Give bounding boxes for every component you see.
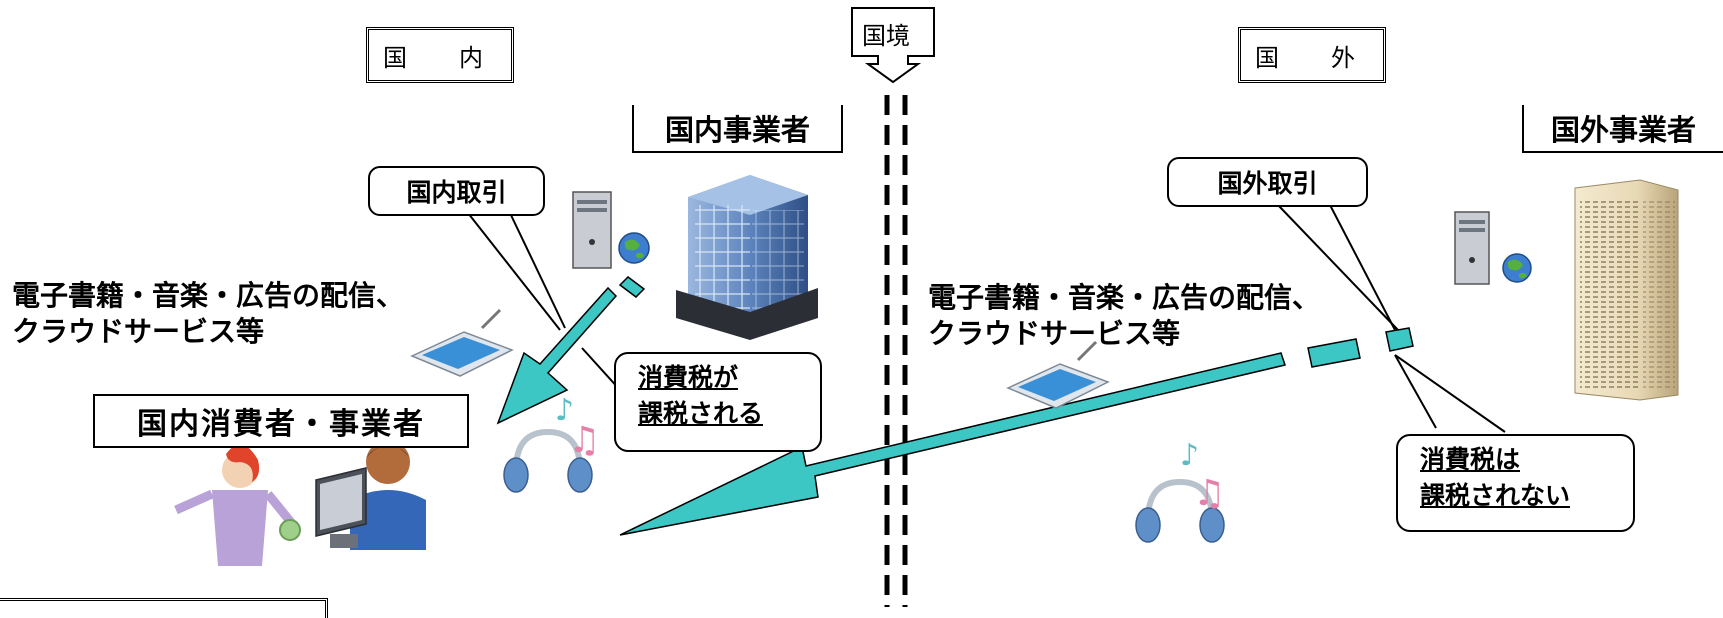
- foreign-tax-note: 消費税は 課税されない: [1396, 434, 1635, 532]
- foreign-transaction-arrow: [619, 327, 1414, 536]
- bottom-left-frame: [0, 598, 328, 618]
- domestic-business-label: 国内事業者: [632, 105, 843, 153]
- svg-text:♫: ♫: [568, 420, 600, 461]
- headphones-icon: [1135, 478, 1225, 543]
- domestic-consumer-label: 国内消費者・事業者: [93, 394, 469, 448]
- server-icon: [1454, 211, 1490, 285]
- domestic-tax-note-line1: 消費税が: [638, 363, 739, 392]
- headphones-icon: [503, 428, 593, 493]
- border-label: 国境: [862, 22, 910, 50]
- globe-icon: [1502, 253, 1532, 283]
- server-icon: [572, 191, 612, 269]
- svg-text:♫: ♫: [1193, 473, 1225, 514]
- domestic-service-description: 電子書籍・音楽・広告の配信、 クラウドサービス等: [12, 278, 404, 350]
- globe-icon: [618, 232, 650, 264]
- domestic-service-line2: クラウドサービス等: [12, 315, 265, 348]
- domestic-tax-note: 消費税が 課税される: [614, 352, 822, 452]
- foreign-region-label: 国 外: [1238, 27, 1386, 83]
- foreign-tax-note-line1: 消費税は: [1420, 445, 1521, 474]
- domestic-transaction-arrow: [496, 276, 646, 425]
- foreign-business-label: 国外事業者: [1522, 105, 1723, 153]
- tower-building-icon: [1574, 179, 1679, 401]
- tablet-icon: [410, 308, 514, 377]
- foreign-tax-note-line2: 課税されない: [1420, 481, 1571, 510]
- foreign-transaction-callout: 国外取引: [1167, 157, 1368, 207]
- tablet-icon: [1006, 340, 1110, 409]
- border-line: [884, 95, 908, 607]
- foreign-service-line2: クラウドサービス等: [928, 317, 1181, 350]
- domestic-tax-note-line2: 課税される: [638, 399, 764, 428]
- music-note-icon: ♪ ♫: [555, 393, 600, 461]
- music-note-icon: ♪ ♫: [1180, 438, 1225, 514]
- office-building-icon: [676, 175, 818, 340]
- domestic-region-label: 国 内: [366, 27, 514, 83]
- business-person-icon: [315, 440, 426, 550]
- svg-text:♪: ♪: [1180, 438, 1199, 473]
- svg-text:♪: ♪: [555, 393, 574, 428]
- border-label-frame: [851, 7, 935, 84]
- domestic-service-line1: 電子書籍・音楽・広告の配信、: [12, 279, 405, 312]
- foreign-service-line1: 電子書籍・音楽・広告の配信、: [928, 281, 1321, 314]
- consumer-person-icon: [174, 444, 301, 566]
- callout-pointers: [467, 204, 1506, 433]
- domestic-transaction-callout: 国内取引: [368, 166, 545, 216]
- foreign-service-description: 電子書籍・音楽・広告の配信、 クラウドサービス等: [928, 280, 1320, 352]
